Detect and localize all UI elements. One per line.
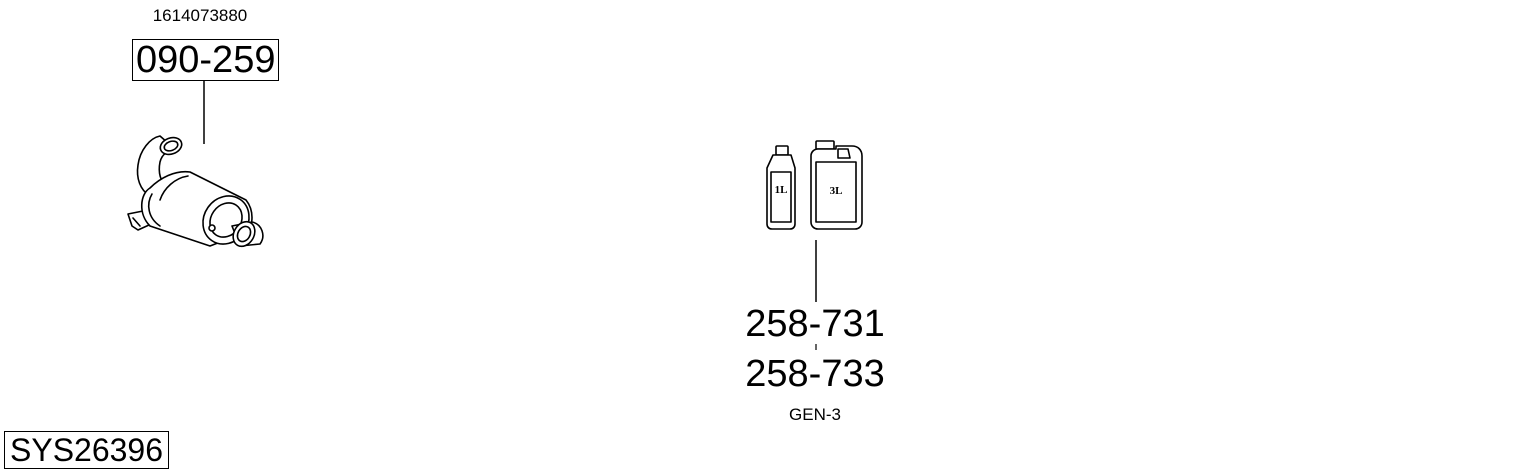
system-code: SYS26396 [4,431,170,469]
oem-number: 1614073880 [152,6,248,25]
canister-3l-icon: 3L [810,140,863,230]
generation-note: GEN-3 [789,405,841,424]
canister-3l-label: 3L [830,185,843,197]
part-number-258-731[interactable]: 258-731 [745,303,885,345]
part-number-258-733[interactable]: 258-733 [745,353,885,395]
catalytic-converter-icon [127,135,264,248]
bottle-1l-label: 1L [775,184,788,196]
part-number-090-259[interactable]: 090-259 [132,39,280,81]
bottle-1l-icon: 1L [766,145,796,230]
fluid-containers-icon: 1L 3L [766,140,863,230]
